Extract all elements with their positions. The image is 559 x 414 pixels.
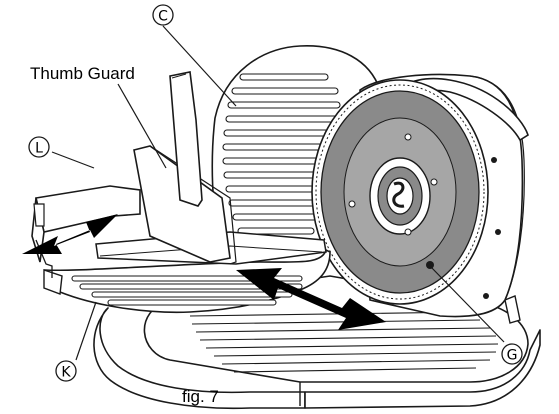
thumb-guard [133, 71, 237, 265]
base-plate [93, 307, 541, 410]
callout-c: C [152, 4, 174, 26]
leader-l [51, 151, 95, 169]
callout-c-letter: C [158, 9, 168, 25]
leader-thumb-guard [117, 83, 167, 169]
leader-c [162, 25, 237, 107]
fence-arrow [22, 214, 118, 254]
callout-l: L [28, 136, 50, 158]
thumb-guard-label: Thumb Guard [30, 64, 135, 83]
callout-k-letter: K [61, 365, 71, 381]
leader-g [429, 265, 505, 343]
carriage-arrow [236, 268, 386, 330]
callout-g: G [501, 343, 523, 365]
figure-caption: fig. 7 [182, 387, 219, 406]
callout-k: K [55, 360, 77, 382]
leader-k [75, 301, 97, 361]
side-fence-l [31, 185, 141, 278]
blade-g [311, 79, 489, 305]
callout-l-letter: L [35, 141, 43, 157]
callout-g-letter: G [507, 348, 518, 364]
